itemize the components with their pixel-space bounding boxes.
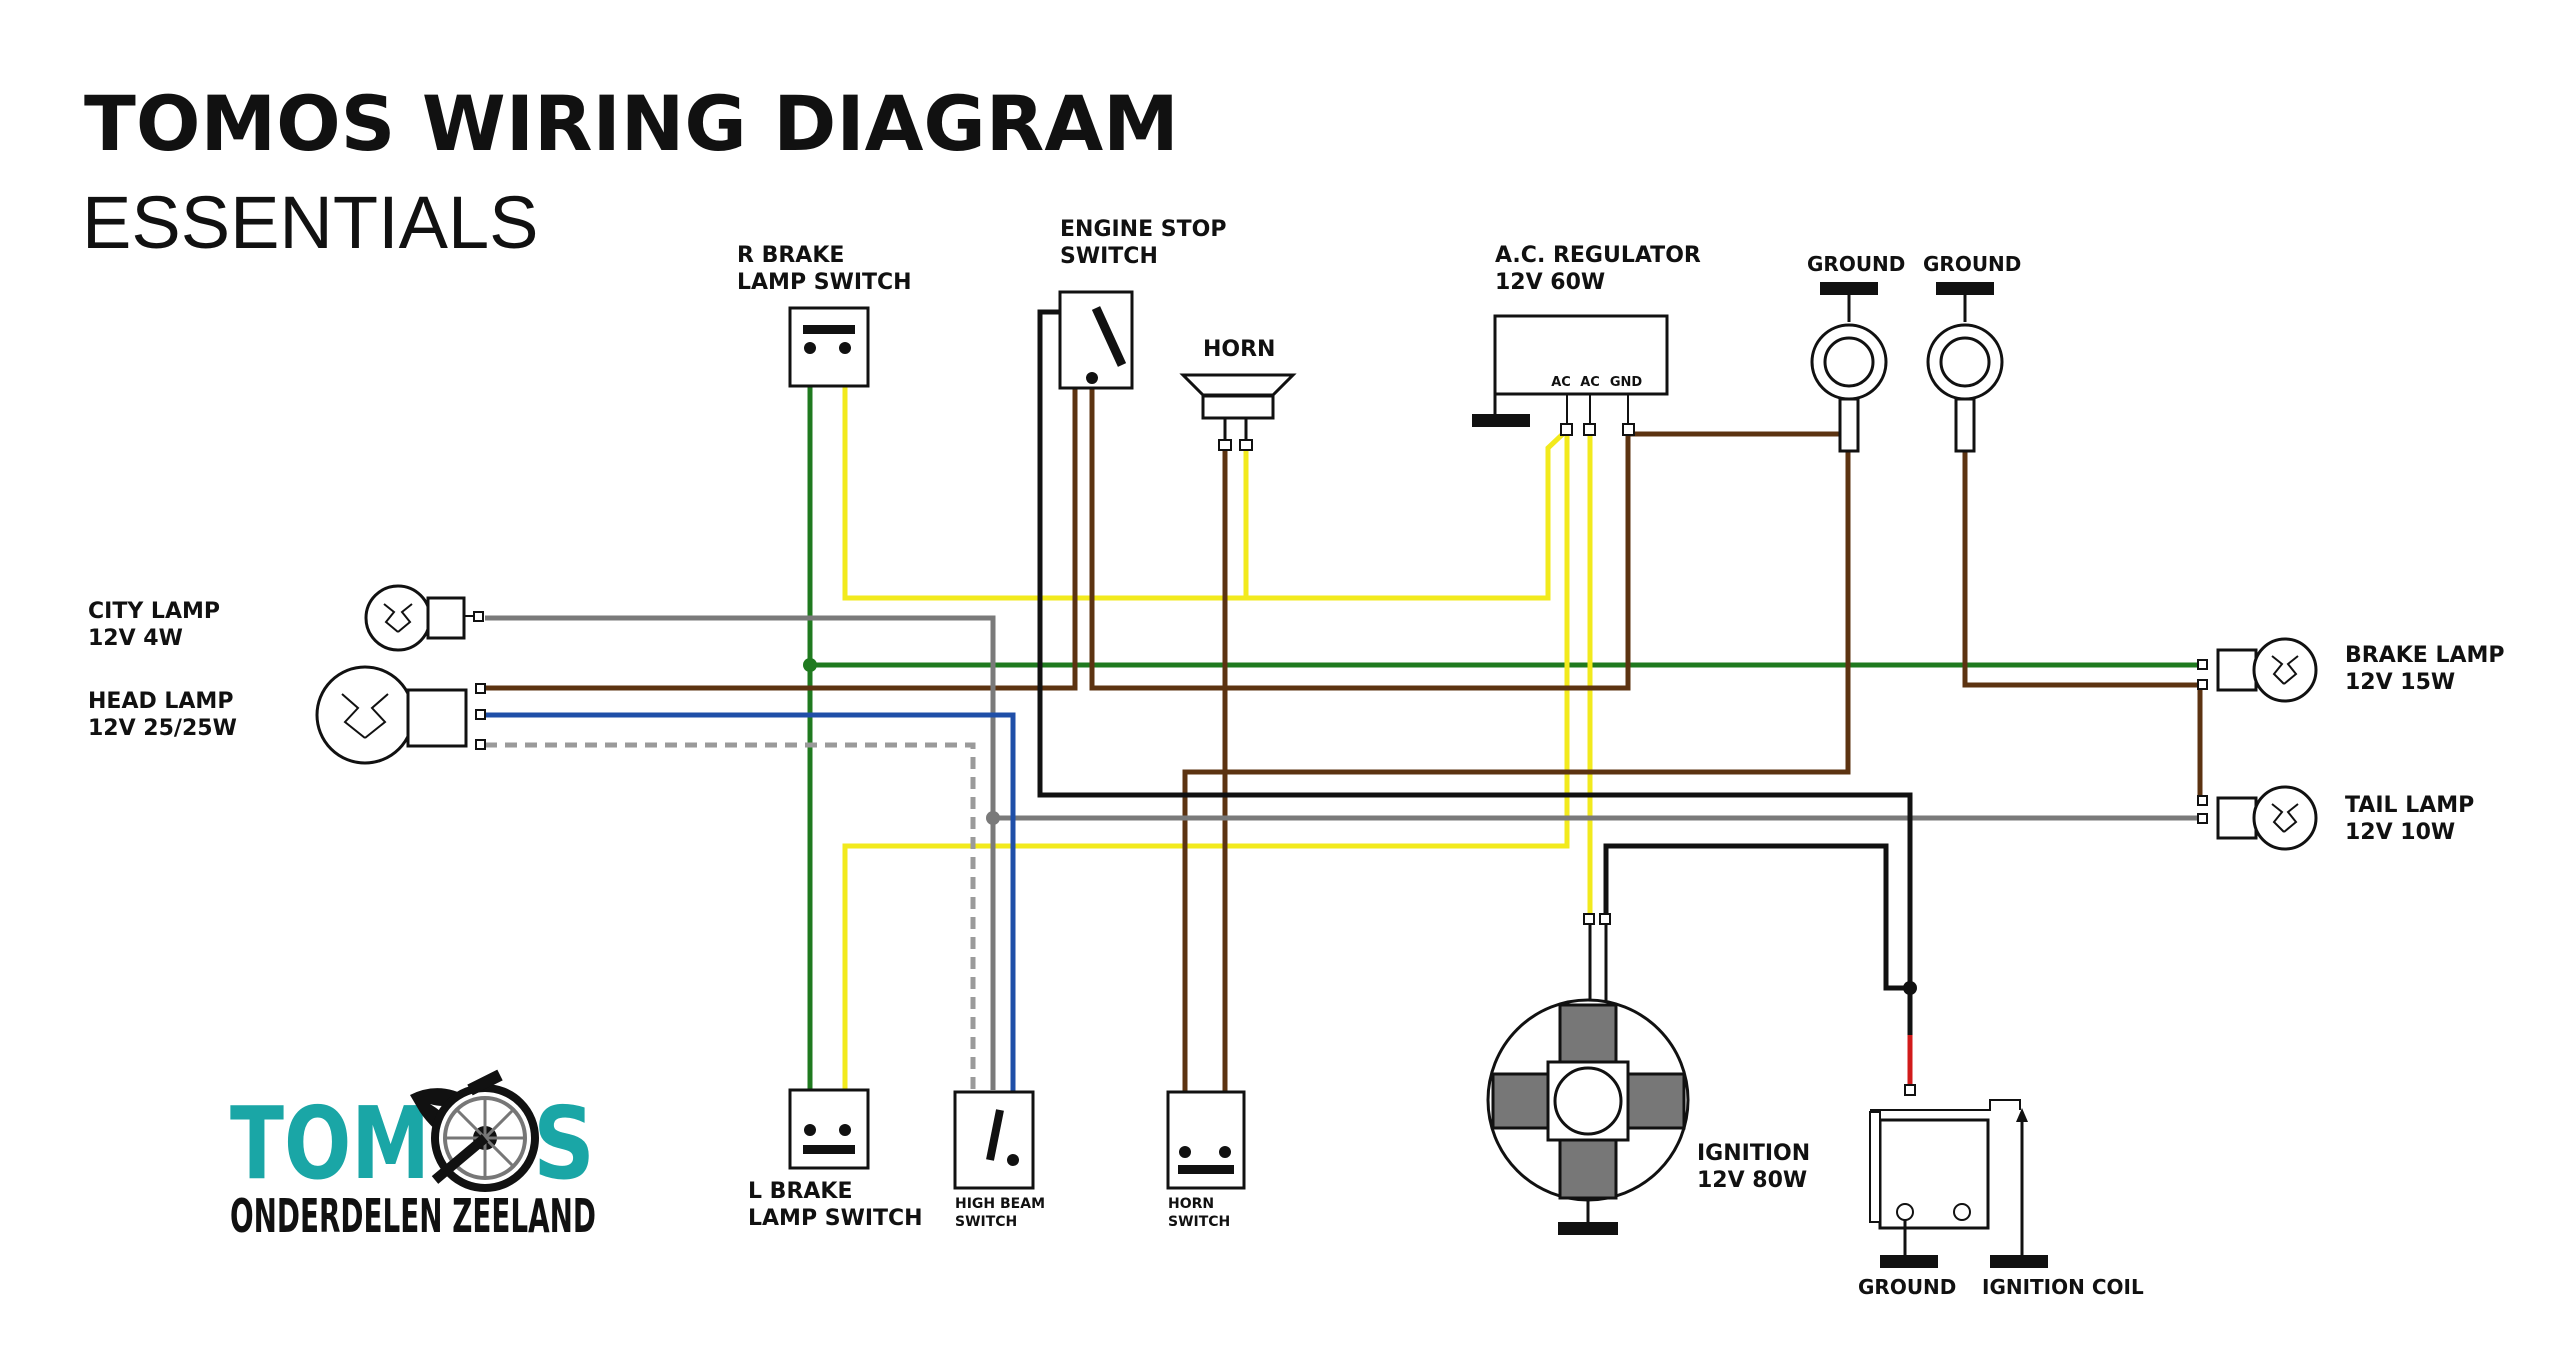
junction-grey xyxy=(986,811,1000,825)
engine-stop-label-1: ENGINE STOP xyxy=(1060,217,1226,242)
r-brake-label-1: R BRAKE xyxy=(737,243,844,268)
wire-black-enginestop xyxy=(1037,309,1913,988)
horn-switch[interactable] xyxy=(1166,1090,1246,1190)
ignition-label-1: IGNITION xyxy=(1697,1141,1810,1166)
engine-stop-label-2: SWITCH xyxy=(1060,244,1158,269)
wire-grey-city xyxy=(485,615,996,1090)
tomos-logo: TOM S ONDERDELEN ZEELAND xyxy=(230,1069,596,1243)
regulator-gnd-label: GND xyxy=(1610,375,1643,390)
l-brake-lamp-switch[interactable] xyxy=(788,1088,870,1170)
horn-switch-label-2: SWITCH xyxy=(1168,1214,1230,1230)
page-title: TOMOS WIRING DIAGRAM xyxy=(84,79,1179,168)
ac-regulator xyxy=(1472,314,1669,436)
city-lamp-label-2: 12V 4W xyxy=(88,626,183,651)
tail-lamp-icon xyxy=(2197,785,2318,851)
logo-wheel-icon xyxy=(410,1069,539,1192)
ground-3-label: GROUND xyxy=(1858,1275,1956,1299)
high-beam-label-2: SWITCH xyxy=(955,1214,1017,1230)
ground-1 xyxy=(1810,282,1888,453)
r-brake-label-2: LAMP SWITCH xyxy=(737,270,912,295)
horn-switch-label-1: HORN xyxy=(1168,1196,1214,1212)
high-beam-switch[interactable] xyxy=(953,1090,1035,1190)
ignition-stator xyxy=(1486,913,1690,1235)
head-lamp-label-2: 12V 25/25W xyxy=(88,716,237,741)
ignition-label-2: 12V 80W xyxy=(1697,1168,1807,1193)
horn-label: HORN xyxy=(1203,337,1275,362)
wire-blue xyxy=(485,712,1016,1130)
ignition-coil-label: IGNITION COIL xyxy=(1982,1275,2144,1299)
wire-brown-enginestop-2 xyxy=(1089,378,1631,691)
engine-stop-switch[interactable] xyxy=(1058,290,1134,390)
page-subtitle: ESSENTIALS xyxy=(82,181,539,264)
junction-green xyxy=(803,658,817,672)
wire-brown-enginestop xyxy=(485,388,1078,691)
tail-lamp-label-1: TAIL LAMP xyxy=(2345,793,2474,818)
logo-text-s: S xyxy=(533,1085,595,1202)
wire-yellow-lbrake xyxy=(842,430,1570,1110)
l-brake-label-2: LAMP SWITCH xyxy=(748,1206,923,1231)
brake-lamp-label-2: 12V 15W xyxy=(2345,670,2455,695)
wire-black-ignition xyxy=(1603,843,1910,991)
tail-lamp-label-2: 12V 10W xyxy=(2345,820,2455,845)
wire-brown-ground2 xyxy=(1962,452,2198,688)
ignition-coil xyxy=(1869,1084,2048,1268)
wire-yellow-rbrake xyxy=(842,355,1569,601)
ground-2-label: GROUND xyxy=(1923,252,2021,276)
wire-grey-dashed xyxy=(485,742,976,1130)
logo-text-tom: TOM xyxy=(230,1085,430,1202)
wires xyxy=(485,309,2203,1152)
regulator-label-2: 12V 60W xyxy=(1495,270,1605,295)
r-brake-lamp-switch[interactable] xyxy=(788,306,870,388)
regulator-ac2-label: AC xyxy=(1580,375,1600,390)
junction-black xyxy=(1903,981,1917,995)
head-lamp-icon xyxy=(315,665,486,765)
l-brake-label-1: L BRAKE xyxy=(748,1179,853,1204)
city-lamp-label-1: CITY LAMP xyxy=(88,599,220,624)
city-lamp-icon xyxy=(364,584,484,652)
brake-lamp-label-1: BRAKE LAMP xyxy=(2345,643,2505,668)
junctions xyxy=(803,658,1917,995)
head-lamp-label-1: HEAD LAMP xyxy=(88,689,233,714)
logo-text-bottom: ONDERDELEN ZEELAND xyxy=(230,1189,596,1243)
wire-brown-ground1 xyxy=(1182,450,1851,1152)
regulator-label-1: A.C. REGULATOR xyxy=(1495,243,1701,268)
ground-2 xyxy=(1926,282,2004,453)
brake-lamp-icon xyxy=(2197,637,2318,703)
regulator-ac1-label: AC xyxy=(1551,375,1571,390)
ground-1-label: GROUND xyxy=(1807,252,1905,276)
horn-icon xyxy=(1179,373,1297,451)
high-beam-label-1: HIGH BEAM xyxy=(955,1196,1045,1212)
